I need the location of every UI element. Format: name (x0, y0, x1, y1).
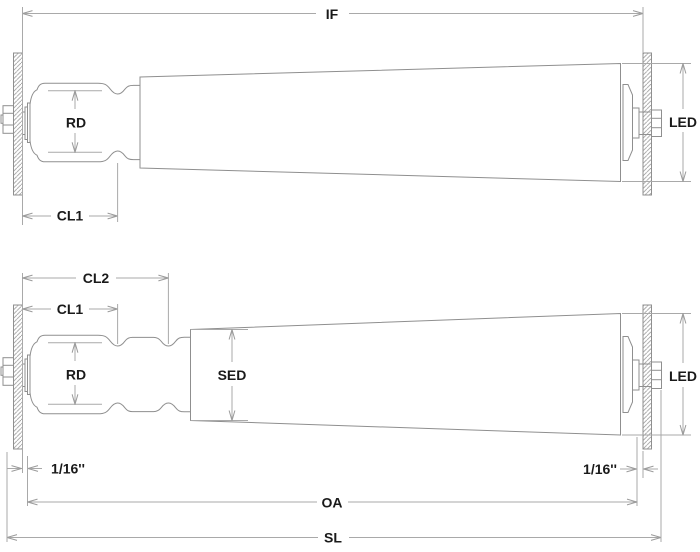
dimension-labels: IF RD LED CL1 CL2 CL1 RD SED LED 1/16'' … (51, 6, 697, 546)
clearance-dimension-right (620, 437, 658, 506)
rd-dimension-upper (48, 90, 102, 153)
rd-label-lower: RD (66, 367, 86, 383)
oa-label: OA (322, 495, 343, 511)
if-label: IF (326, 6, 339, 22)
sed-dimension (190, 329, 248, 421)
upper-left-bearing-steps (22, 102, 31, 143)
led-dimension-lower (622, 313, 691, 436)
cl2-dimension (23, 273, 169, 344)
rd-dimension-lower (48, 342, 102, 405)
lower-right-hex-bolt (651, 361, 662, 389)
sed-label: SED (218, 367, 247, 383)
lower-tapered-tube (190, 312, 621, 436)
upper-right-hex-bolt (651, 109, 662, 137)
led-label-lower: LED (669, 368, 697, 384)
upper-left-hex-bolt (2, 105, 14, 134)
sl-dimension (6, 390, 662, 542)
led-label-upper: LED (669, 114, 697, 130)
lower-left-hex-bolt (2, 357, 14, 386)
rd-label-upper: RD (66, 115, 86, 131)
upper-right-frame-wall (642, 52, 652, 196)
lower-left-end-cap (29, 334, 191, 415)
upper-left-frame-wall (13, 52, 23, 196)
cl1-dimension-upper (23, 163, 119, 222)
upper-left-end-cap (29, 82, 140, 163)
frame-walls (13, 52, 652, 450)
lower-right-frame-wall (642, 304, 652, 450)
upper-roller-assembly (0, 62, 662, 183)
cl2-label: CL2 (83, 270, 110, 286)
dimension-lines (6, 7, 691, 542)
sl-label: SL (324, 530, 342, 546)
cl1-dimension-lower (23, 304, 119, 344)
upper-tapered-tube (139, 62, 621, 183)
cl1-label-lower: CL1 (57, 301, 84, 317)
lower-left-frame-wall (13, 304, 23, 450)
led-dimension-upper (622, 63, 691, 182)
lower-roller-assembly (0, 312, 662, 436)
clearance-label-right: 1/16'' (583, 461, 617, 477)
lower-left-bearing-steps (22, 354, 31, 395)
clearance-label-left: 1/16'' (51, 461, 85, 477)
cl1-label-upper: CL1 (57, 208, 84, 224)
clearance-dimension-left (7, 456, 42, 506)
if-dimension (23, 7, 644, 53)
